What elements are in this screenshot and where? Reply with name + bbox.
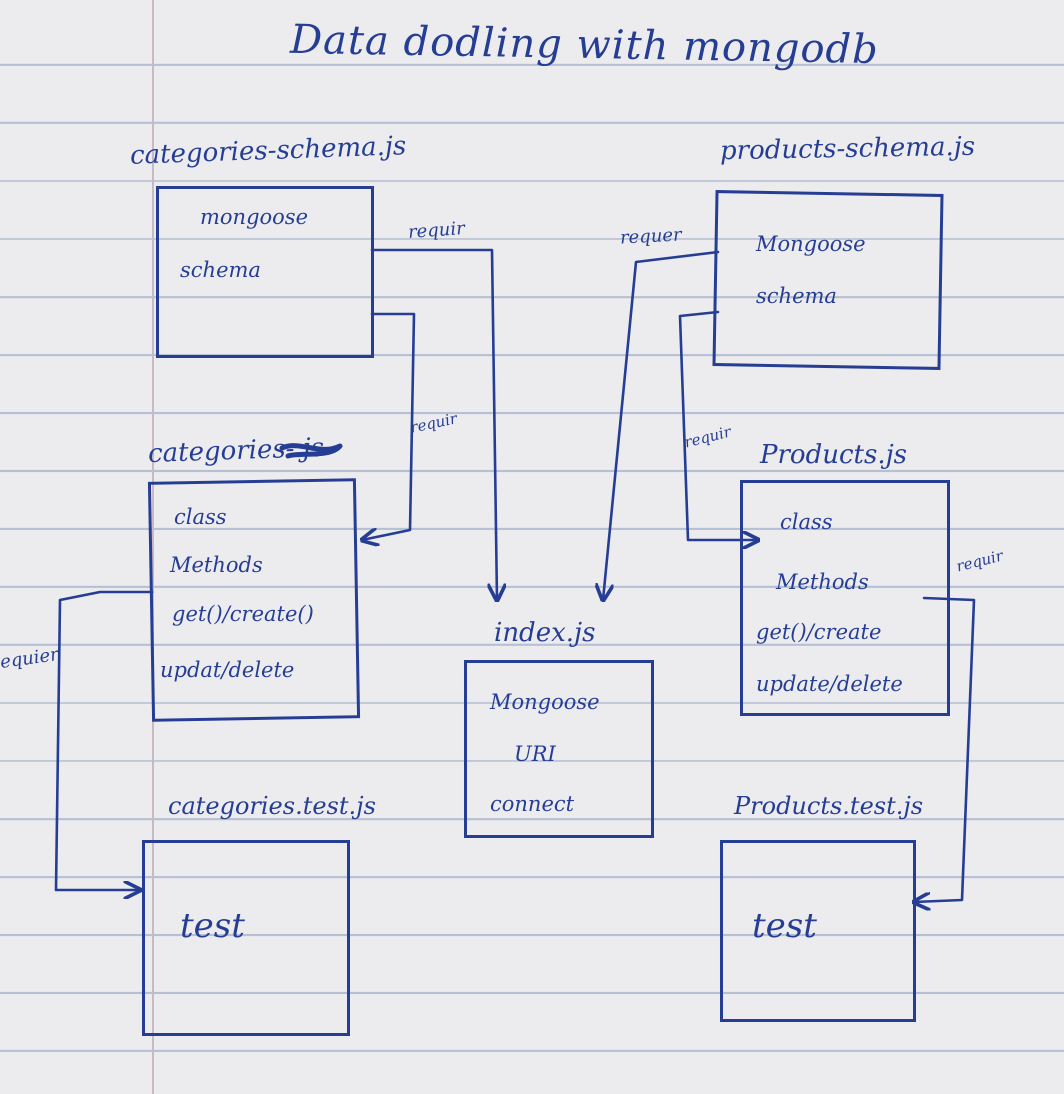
edge-prodschema-products: [678, 310, 758, 540]
item-methods: Methods: [170, 553, 263, 577]
edge-categories-test: [54, 590, 154, 890]
item-mongoose: mongoose: [200, 205, 309, 229]
box-products: [740, 480, 950, 716]
edge-prodschema-index: [603, 250, 720, 600]
item-mongoose: Mongoose: [756, 232, 866, 256]
box-products-test: [720, 840, 916, 1022]
box-label-categories-test: categories.test.js: [168, 792, 376, 820]
box-label-products-schema: products-schema.js: [719, 131, 976, 167]
edge-label-requir: requir: [407, 218, 466, 243]
item-test: test: [180, 906, 245, 946]
edge-catschema-index: [370, 248, 497, 600]
box-label-products: Products.js: [760, 440, 907, 470]
item-get-create: get()/create(): [172, 602, 314, 626]
item-uri: URI: [514, 742, 556, 766]
box-categories-schema: [156, 186, 374, 358]
item-methods: Methods: [776, 570, 869, 594]
box-label-index: index.js: [494, 618, 596, 648]
scribble-mark: [279, 443, 343, 459]
edge-label-requer: requer: [619, 224, 683, 249]
item-schema: schema: [756, 284, 837, 308]
item-update-delete: update/delete: [756, 672, 903, 696]
edge-catschema-categories: [362, 312, 416, 540]
item-class: class: [174, 505, 227, 529]
box-products-schema: [712, 190, 944, 370]
item-mongoose: Mongoose: [490, 690, 600, 714]
box-categories-test: [142, 840, 350, 1036]
box-index: [464, 660, 654, 838]
item-get-create: get()/create: [756, 620, 882, 644]
box-label-categories: categories-.js: [147, 432, 325, 470]
item-class: class: [780, 510, 833, 534]
item-update-delete: updat/delete: [160, 658, 295, 682]
item-connect: connect: [490, 792, 575, 816]
item-schema: schema: [180, 258, 261, 282]
item-test: test: [752, 906, 817, 946]
margin-line: [152, 0, 154, 1094]
box-label-products-test: Products.test.js: [734, 792, 924, 820]
